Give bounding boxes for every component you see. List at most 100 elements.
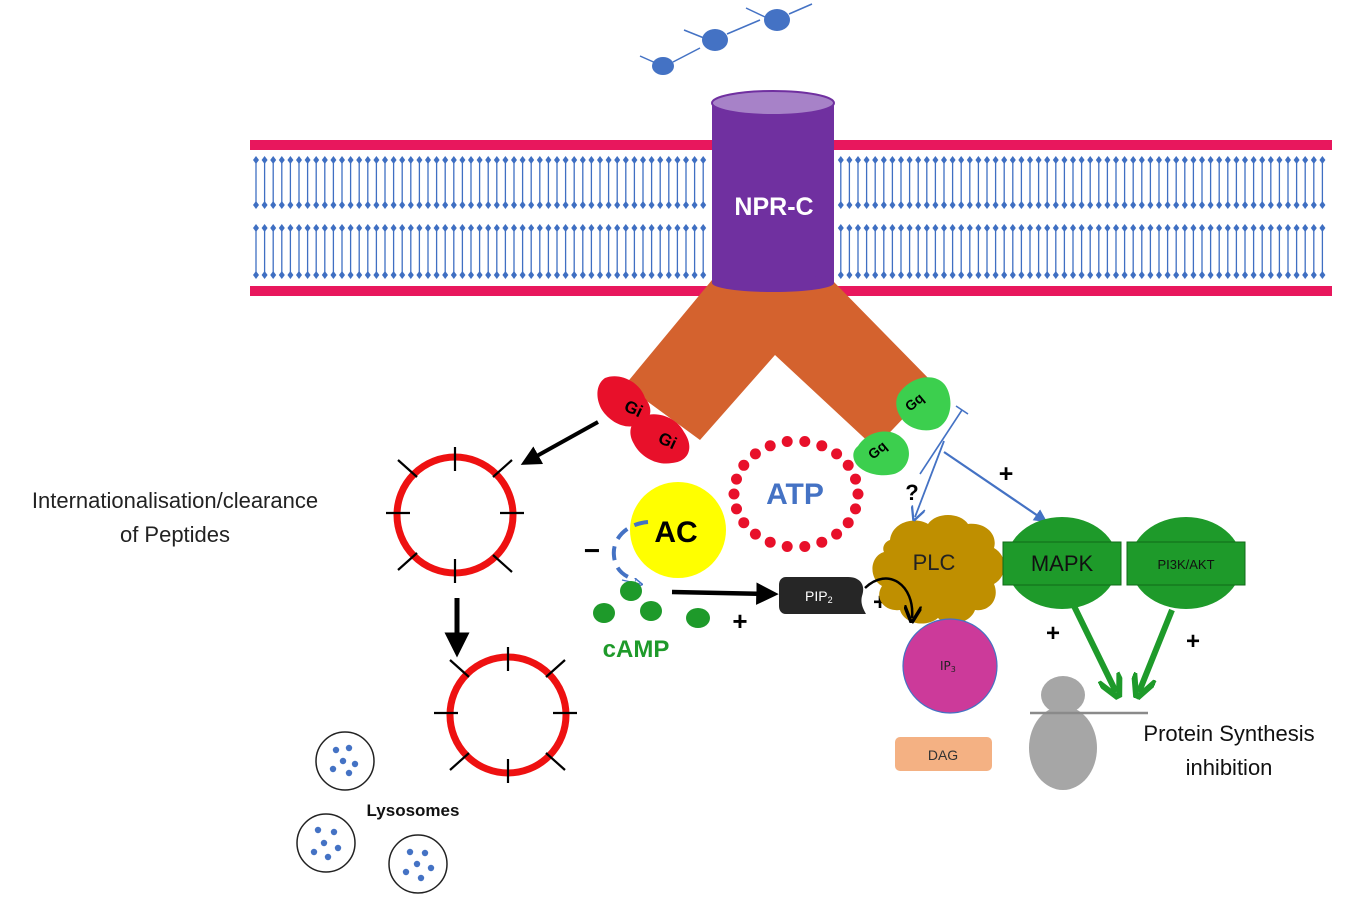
lipid-head (347, 224, 354, 232)
lipid-head (1027, 271, 1033, 279)
lipid-head (450, 271, 457, 279)
lipid-head (1156, 156, 1162, 164)
lipid-head (700, 201, 707, 209)
gq-proteins: Gq Gq (853, 377, 951, 476)
lipid-head (622, 201, 629, 209)
lipid-head (347, 201, 354, 209)
lipid-head (390, 224, 397, 232)
lipid-head (270, 271, 277, 279)
ac-label: AC (654, 516, 697, 549)
lipid-head (597, 224, 603, 232)
lipid-head (313, 201, 320, 209)
lipid-head (511, 201, 517, 209)
lipid-head (536, 224, 543, 232)
plus-sign-camp: + (732, 606, 747, 636)
lipid-head (1018, 201, 1025, 209)
lipid-head (1095, 224, 1102, 232)
internalisation-label-line1: Internationalisation/clearance (32, 488, 318, 513)
lipid-head (364, 224, 371, 232)
lipid-head (1242, 156, 1248, 164)
lipid-head (450, 156, 457, 164)
lipid-head (1259, 224, 1266, 232)
lipid-head (880, 271, 887, 279)
lipid-head (872, 201, 879, 209)
lipid-head (992, 271, 999, 279)
lipid-head (1250, 156, 1257, 164)
lipid-head (1190, 224, 1197, 232)
lipid-head (330, 201, 337, 209)
lipid-head (416, 201, 423, 209)
phospholipase-c: PLC (872, 515, 1005, 624)
lipid-head (941, 156, 947, 164)
lipid-head (863, 224, 870, 232)
lipid-head (932, 224, 939, 232)
lipid-head (1319, 224, 1326, 232)
ribosome (1029, 676, 1148, 790)
atp-dot (852, 488, 864, 500)
lipid-head (416, 224, 423, 232)
lipid-head (1052, 156, 1059, 164)
lipid-head (1302, 271, 1309, 279)
lipid-head (536, 201, 543, 209)
lipid-head (1078, 201, 1085, 209)
lipid-head (339, 201, 345, 209)
lipid-head (1130, 156, 1137, 164)
lipid-head (468, 156, 474, 164)
lipid-head (1104, 271, 1111, 279)
ip3-subscript: 3 (951, 665, 956, 674)
lipid-head (889, 156, 896, 164)
question-mark: ? (905, 480, 918, 505)
lipid-head (1285, 224, 1291, 232)
lipid-head (1310, 224, 1317, 232)
lipid-head (313, 271, 320, 279)
lipid-head (958, 271, 965, 279)
svg-text:IP3: IP3 (940, 659, 956, 674)
lipid-head (1190, 271, 1197, 279)
lipid-head (657, 201, 664, 209)
lipid-head (304, 271, 311, 279)
lipid-head (657, 156, 664, 164)
lipid-head (966, 201, 973, 209)
lipid-head (605, 156, 612, 164)
lipid-head (837, 224, 844, 232)
lipid-head (588, 224, 595, 232)
lipid-head (511, 156, 517, 164)
lipid-head (545, 201, 552, 209)
lipid-head (459, 271, 466, 279)
lipid-head (1302, 156, 1309, 164)
lipid-head (562, 156, 569, 164)
dag: DAG (895, 737, 992, 771)
lysosome-2 (296, 813, 356, 873)
lipid-head (1207, 224, 1214, 232)
lipid-head (571, 156, 578, 164)
lipid-head (1207, 156, 1214, 164)
lipid-bilayer (253, 156, 1326, 279)
lipid-head (407, 224, 414, 232)
atp-dot (749, 448, 761, 460)
lipid-head (992, 224, 999, 232)
lipid-head (493, 271, 500, 279)
adenylyl-cyclase: AC (630, 482, 726, 578)
lipid-head (665, 201, 672, 209)
lipid-head (278, 271, 285, 279)
lipid-head (571, 224, 578, 232)
lipid-head (923, 201, 930, 209)
lipid-head (1138, 224, 1145, 232)
lipid-head (958, 224, 965, 232)
lipid-head (373, 224, 380, 232)
lipid-head (1052, 201, 1059, 209)
lipid-head (588, 201, 595, 209)
lipid-head (1207, 201, 1214, 209)
lipid-head (1113, 224, 1119, 232)
lipid-head (502, 271, 509, 279)
lipid-head (1267, 271, 1274, 279)
lysosomes: Lysosomes (296, 731, 459, 894)
lysosome-3 (388, 834, 448, 894)
lipid-head (382, 224, 388, 232)
lipid-head (1173, 224, 1180, 232)
lipid-head (1052, 224, 1059, 232)
lipid-head (1250, 224, 1257, 232)
lipid-head (493, 201, 500, 209)
lipid-head (261, 156, 268, 164)
lipid-head (1130, 201, 1137, 209)
